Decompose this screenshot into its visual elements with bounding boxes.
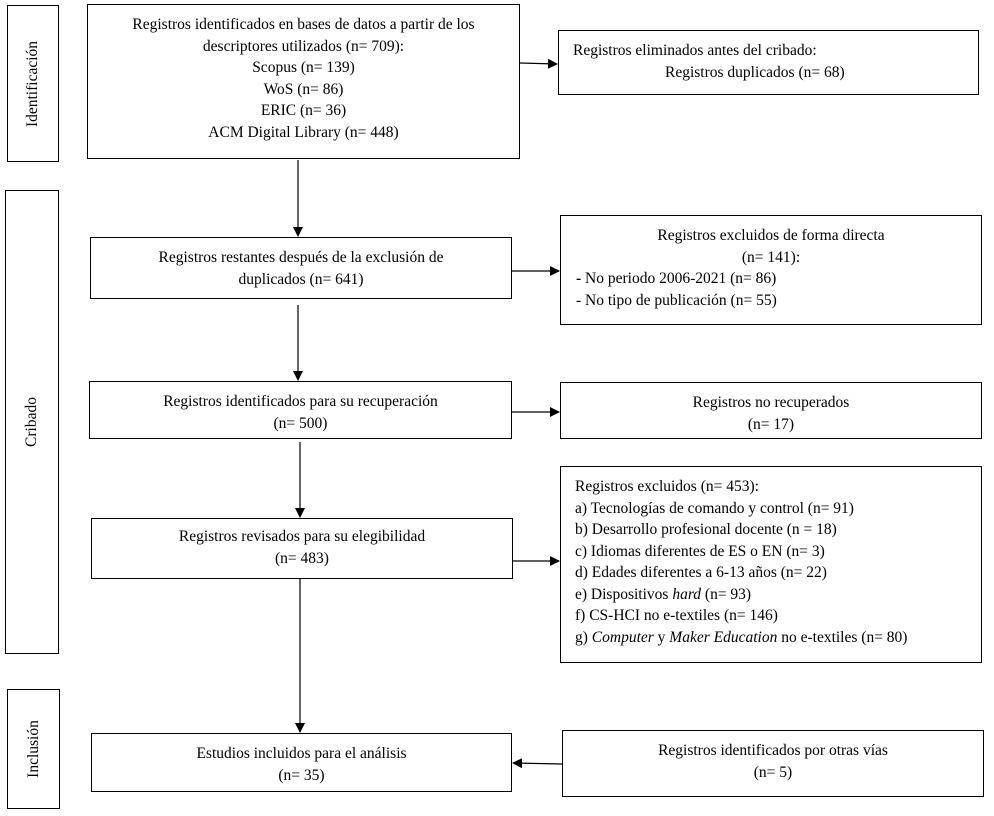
excluded-item-b: b) Desarrollo profesional docente (n = 1… [575, 521, 837, 538]
excluded-direct-count: (n= 141): [741, 248, 801, 266]
excluded-item-g-prefix: g) [575, 628, 592, 646]
excluded-item-g-suffix: no e-textiles (n= 80) [777, 628, 908, 646]
excluded-item-f: f) CS-HCI no e-textiles (n= 146) [575, 607, 778, 624]
arrow-other-sources-to-included [512, 758, 563, 769]
excluded-item-g-italic-1: Computer [591, 628, 654, 646]
box-removed-before-screening: Registros eliminados antes del cribado: … [558, 30, 979, 95]
eligibility-line-1: Registros revisados para su elegibilidad [178, 528, 426, 545]
other-sources-line-1: Registros identificados por otras vías [658, 742, 888, 759]
identified-line-2: descriptores utilizados (n= 709): [202, 37, 405, 55]
identified-line-1: Registros identificados en bases de dato… [132, 16, 475, 33]
excluded-item-c: c) Idiomas diferentes de ES o EN (n= 3) [575, 542, 825, 560]
excluded-title: Registros excluidos (n= 453): [575, 478, 759, 495]
phase-identification: Identificación [7, 5, 59, 162]
retrieval-line-2: (n= 500) [273, 414, 328, 432]
excluded-item-g-italic-2: Maker Education [669, 628, 778, 646]
excluded-direct-item-label: No tipo de publicación (n= 55) [585, 291, 777, 309]
box-excluded-reasons: Registros excluidos (n= 453): a) Tecnolo… [560, 466, 982, 663]
excluded-direct-title: Registros excluidos de forma directa [657, 227, 885, 244]
excluded-direct-item: - No tipo de publicación (n= 55) [576, 291, 777, 309]
identified-eric: ERIC (n= 36) [260, 102, 347, 119]
not-retrieved-line-1: Registros no recuperados [692, 394, 850, 411]
box-retrieval: Registros identificados para su recupera… [89, 381, 512, 439]
excluded-item-g-mid: y [653, 628, 670, 646]
excluded-item-e-italic: hard [672, 585, 702, 603]
excluded-direct-item: - No periodo 2006-2021 (n= 86) [576, 270, 777, 287]
excluded-item-e: e) Dispositivos hard (n= 93) [575, 584, 981, 606]
identified-wos: WoS (n= 86) [263, 80, 344, 98]
excluded-item-g: g) Computer y Maker Education no e-texti… [575, 627, 981, 649]
retrieval-line-1: Registros identificados para su recupera… [163, 393, 438, 410]
phase-screening: Cribado [5, 190, 59, 654]
arrow-identified-to-removed [519, 58, 558, 69]
identified-scopus: Scopus (n= 139) [252, 59, 355, 76]
remaining-line-2: duplicados (n= 641) [238, 270, 364, 288]
eligibility-line-2: (n= 483) [275, 549, 329, 567]
identified-acm: ACM Digital Library (n= 448) [208, 123, 399, 141]
box-remaining-records: Registros restantes después de la exclus… [90, 237, 512, 299]
other-sources-line-2: (n= 5) [753, 763, 793, 781]
box-not-retrieved: Registros no recuperados (n= 17) [560, 382, 982, 439]
box-excluded-direct: Registros excluidos de forma directa (n=… [560, 215, 982, 325]
remaining-line-1: Registros restantes después de la exclus… [158, 249, 444, 266]
excluded-item-e-suffix: (n= 93) [701, 585, 752, 603]
phase-inclusion: Inclusión [7, 689, 60, 809]
box-eligibility: Registros revisados para su elegibilidad… [91, 518, 513, 579]
excluded-direct-item-label: No periodo 2006-2021 (n= 86) [585, 270, 777, 287]
excluded-item-e-prefix: e) Dispositivos [575, 585, 673, 603]
excluded-item-d: d) Edades diferentes a 6-13 años (n= 22) [575, 564, 827, 581]
excluded-item-a: a) Tecnologías de comando y control (n= … [575, 499, 854, 517]
removed-title: Registros eliminados antes del cribado: [573, 42, 817, 59]
box-included-studies: Estudios incluidos para el análisis (n= … [91, 733, 512, 792]
box-identified-records: Registros identificados en bases de dato… [87, 4, 520, 159]
not-retrieved-line-2: (n= 17) [747, 415, 795, 433]
removed-duplicates: Registros duplicados (n= 68) [665, 63, 845, 81]
included-line-2: (n= 35) [278, 766, 325, 784]
included-line-1: Estudios incluidos para el análisis [196, 745, 407, 762]
box-other-sources: Registros identificados por otras vías (… [562, 730, 984, 797]
